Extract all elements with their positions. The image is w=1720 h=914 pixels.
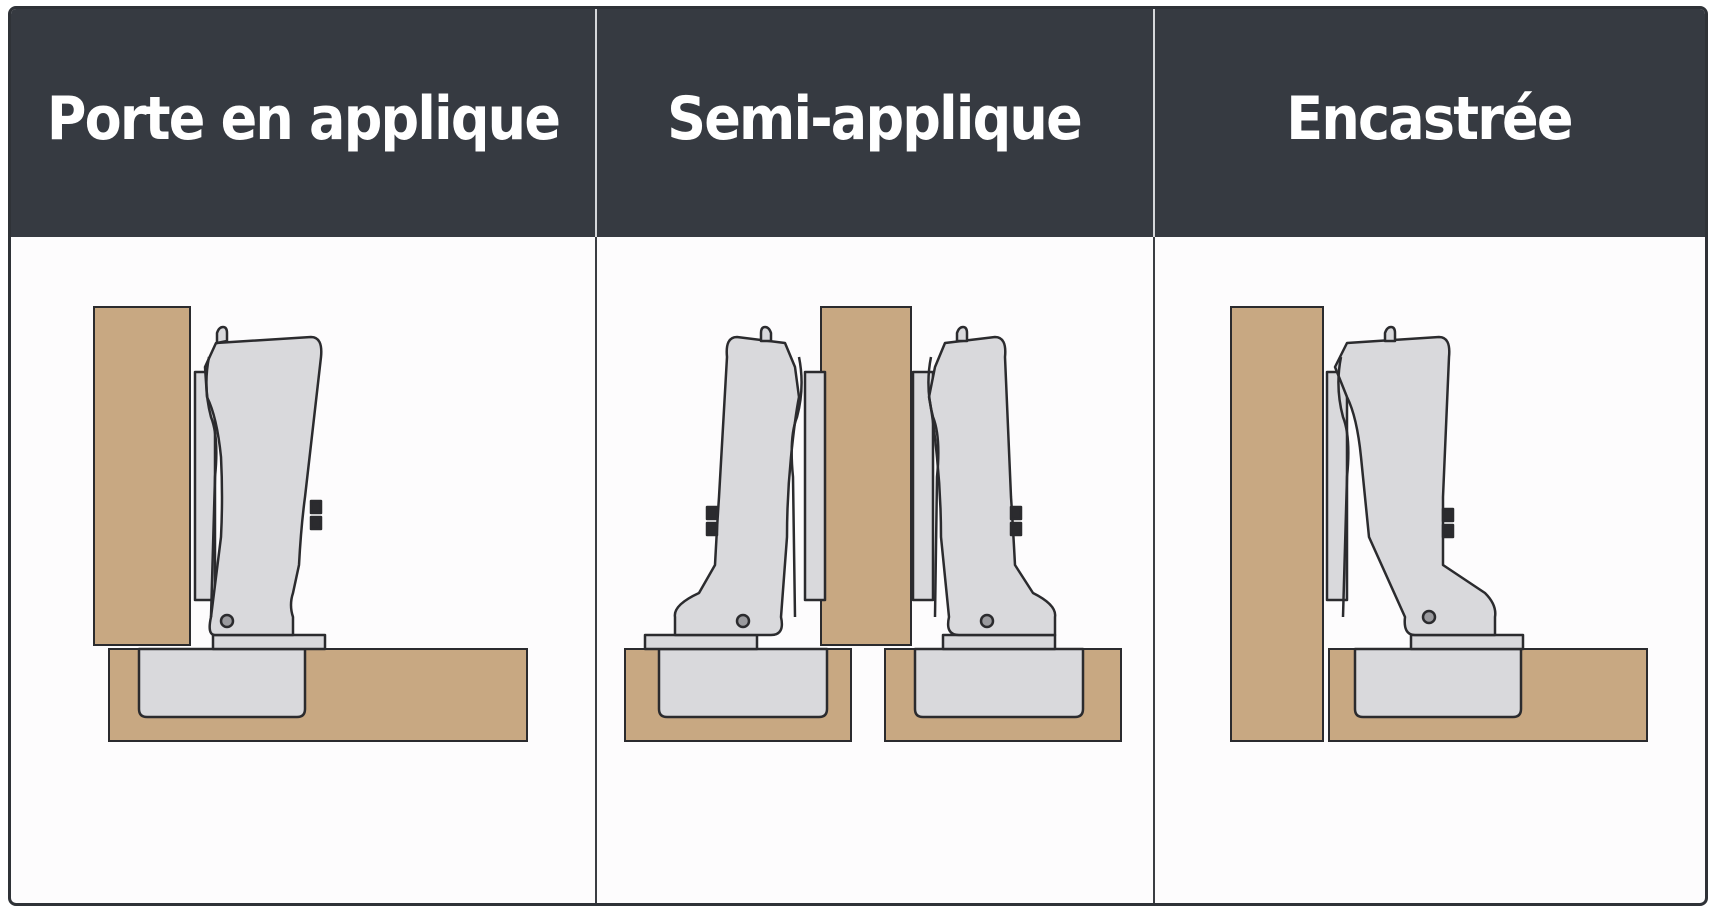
door-panel-icon bbox=[93, 306, 191, 646]
concealed-cabinet-hinge-icon bbox=[643, 325, 829, 719]
concealed-cabinet-hinge-icon bbox=[137, 325, 327, 719]
column-divider bbox=[595, 237, 597, 903]
panel-title-overlay: Porte en applique bbox=[46, 84, 561, 154]
panel-half-overlay: Semi-applique bbox=[595, 9, 1153, 903]
door-panel-icon bbox=[1230, 306, 1324, 742]
panel-title-half-overlay: Semi-applique bbox=[667, 84, 1083, 154]
panel-inset: Encastrée bbox=[1153, 9, 1705, 903]
half-overlay-hinge-svg bbox=[624, 306, 1122, 742]
concealed-cabinet-hinge-icon bbox=[911, 325, 1085, 719]
half-overlay-illustration bbox=[595, 237, 1153, 903]
panel-overlay: Porte en applique bbox=[11, 9, 595, 903]
hinge-types-diagram: Porte en applique bbox=[8, 6, 1708, 906]
overlay-illustration bbox=[11, 237, 595, 903]
header-bar bbox=[11, 9, 1705, 237]
concealed-cabinet-hinge-icon bbox=[1325, 325, 1525, 719]
panel-title-inset: Encastrée bbox=[1286, 84, 1573, 154]
inset-hinge-svg bbox=[1230, 306, 1648, 742]
overlay-hinge-svg bbox=[93, 306, 528, 742]
column-divider bbox=[1153, 237, 1155, 903]
inset-illustration bbox=[1153, 237, 1705, 903]
door-panel-icon bbox=[820, 306, 912, 646]
